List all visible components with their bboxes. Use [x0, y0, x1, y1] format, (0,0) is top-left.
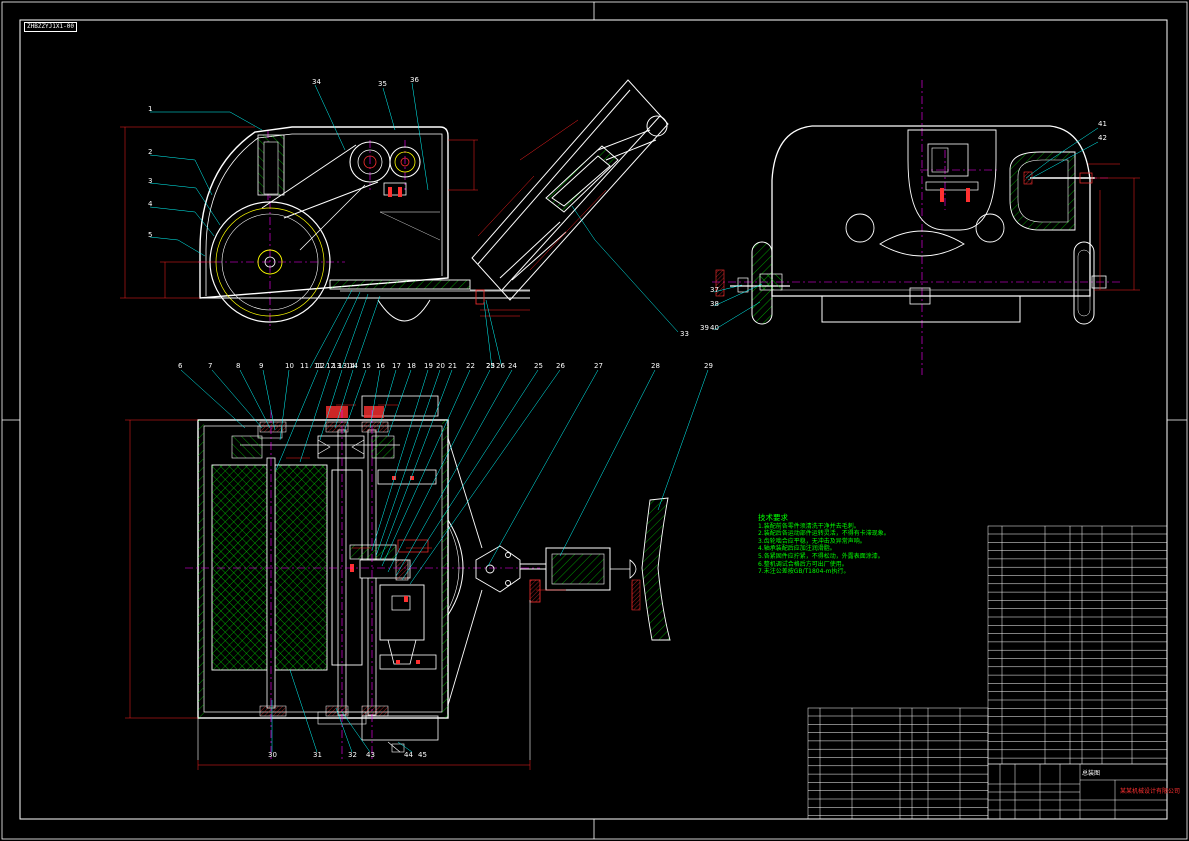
part-number-label: 7	[208, 362, 212, 370]
part-number-label: 18	[407, 362, 416, 370]
part-number-label: 37	[710, 286, 719, 294]
part-number-label: 13	[338, 362, 347, 370]
requirement-item: 4.轴承装配后应加注润滑脂。	[758, 545, 836, 553]
part-number-label: 19	[424, 362, 433, 370]
part-number-label: 25	[486, 362, 495, 370]
part-number-label: 4	[148, 200, 153, 208]
part-number-label: 34	[312, 78, 321, 86]
part-number-label: 22	[466, 362, 475, 370]
part-number-label: 16	[376, 362, 385, 370]
drawing-code: ZHBZZYJ1X1-00	[24, 22, 77, 32]
part-number-label: 21	[448, 362, 457, 370]
part-number-label: 38	[710, 300, 719, 308]
part-number-label: 5	[148, 231, 152, 239]
part-number-label: 15	[362, 362, 371, 370]
part-number-label: 42	[1098, 134, 1107, 142]
part-number-label: 41	[1098, 120, 1107, 128]
part-number-label: 45	[418, 751, 427, 759]
requirement-item: 6.整机调试合格后方可出厂使用。	[758, 560, 848, 568]
part-number-label: 36	[410, 76, 419, 84]
part-number-label: 23	[486, 362, 495, 370]
part-number-label: 29	[704, 362, 713, 370]
part-number-label: 12	[326, 362, 335, 370]
part-number-label: 32	[348, 751, 357, 759]
part-number-label: 24	[508, 362, 517, 370]
part-number-label: 8	[236, 362, 240, 370]
part-number-label: 39	[700, 324, 709, 332]
part-number-label: 26	[496, 362, 505, 370]
part-number-label: 25	[534, 362, 543, 370]
side-view	[120, 79, 679, 369]
part-number-label: 9	[259, 362, 263, 370]
part-number-label: 28	[651, 362, 660, 370]
requirement-item: 2.装配后各运动部件运转灵活，不得有卡滞现象。	[758, 530, 890, 538]
part-number-label: 26	[556, 362, 565, 370]
part-number-label: 11	[300, 362, 309, 370]
part-number-label: 2	[148, 148, 152, 156]
technical-requirements: 技术要求 1.装配前各零件须清洗干净并去毛刺。 2.装配后各运动部件运转灵活，不…	[758, 514, 958, 576]
requirement-item: 1.装配前各零件须清洗干净并去毛刺。	[758, 522, 860, 530]
requirement-item: 7.未注公差按GB/T1804-m执行。	[758, 568, 850, 576]
drawing-name: 总装图	[1082, 770, 1101, 777]
part-number-label: 30	[268, 751, 277, 759]
part-number-label: 1	[148, 105, 152, 113]
part-number-label: 14	[346, 362, 355, 370]
drawing-company: 某某机械设计有限公司	[1120, 788, 1181, 795]
part-number-label: 17	[392, 362, 401, 370]
part-number-label: 33	[680, 330, 689, 338]
part-number-label: 43	[366, 751, 375, 759]
top-view	[125, 369, 709, 770]
technical-requirements-title: 技术要求	[758, 513, 788, 522]
part-number-label: 3	[148, 177, 152, 185]
part-number-label: 6	[178, 362, 183, 370]
end-view	[712, 80, 1140, 375]
part-number-label: 44	[404, 751, 413, 759]
part-number-label: 11	[314, 362, 323, 370]
part-number-label: 20	[436, 362, 445, 370]
part-number-label: 27	[594, 362, 603, 370]
part-number-label: 40	[710, 324, 719, 332]
part-number-label: 14	[349, 362, 358, 370]
part-number-label: 10	[285, 362, 294, 370]
part-number-label: 35	[378, 80, 387, 88]
requirement-item: 3.齿轮啮合应平稳，无冲击及异常声响。	[758, 537, 866, 545]
part-number-label: 12	[316, 362, 325, 370]
requirement-item: 5.各紧固件应拧紧，不得松动，外露表面涂漆。	[758, 552, 884, 560]
parts-list	[807, 525, 1168, 820]
part-number-label: 31	[313, 751, 322, 759]
part-number-label: 13	[332, 362, 341, 370]
